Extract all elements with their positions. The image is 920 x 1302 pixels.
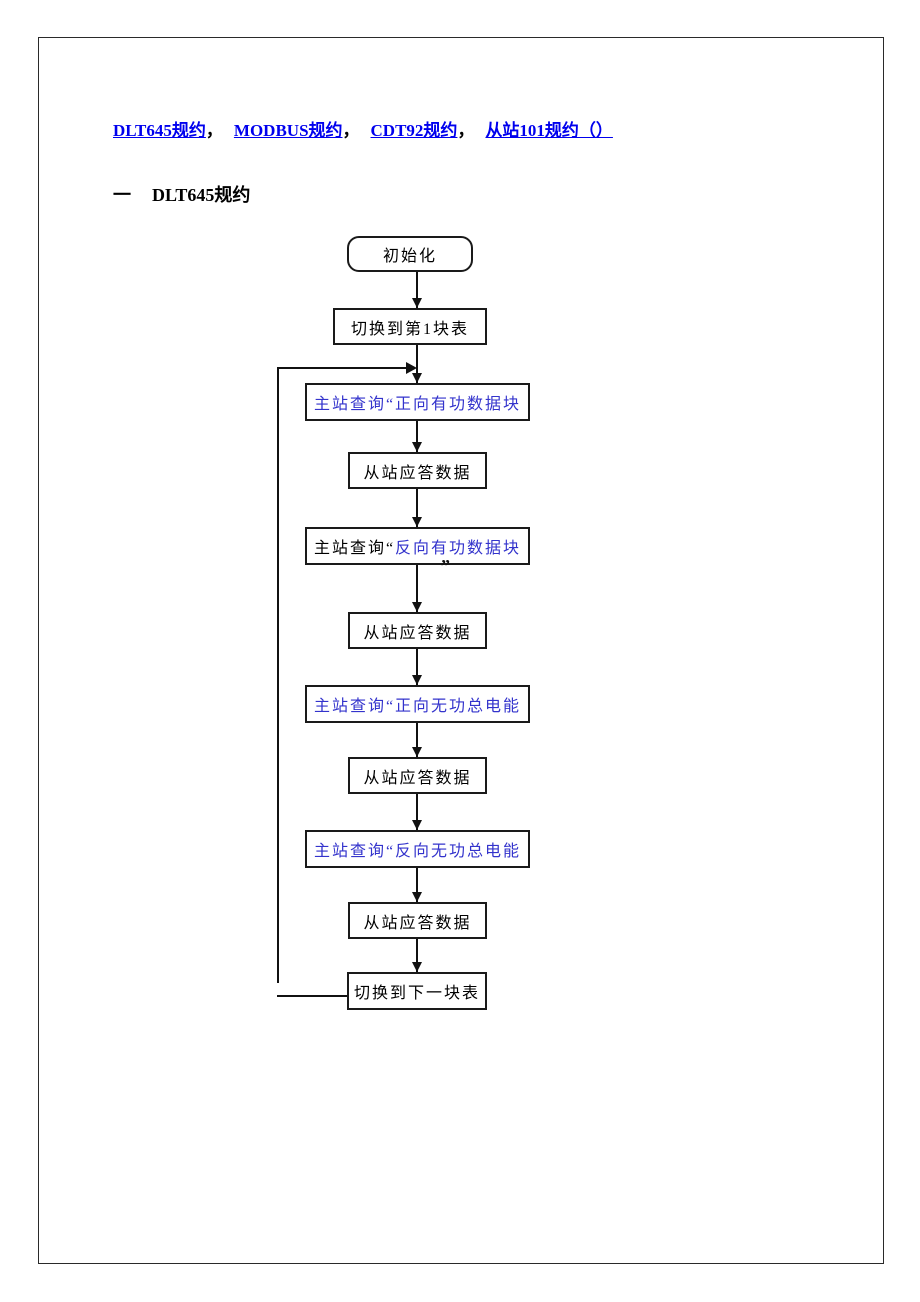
down-arrow-5 bbox=[412, 565, 422, 612]
down-arrow-9 bbox=[412, 868, 422, 902]
link-separator: ， bbox=[457, 121, 475, 140]
loop-right-arrowhead bbox=[406, 362, 417, 374]
flow-node-label: 从站应答数据 bbox=[363, 769, 472, 787]
link-modbus[interactable]: MODBUS规约 bbox=[233, 121, 343, 140]
flow-node-label: 从站应答数据 bbox=[363, 624, 472, 642]
flow-node-label: 初始化 bbox=[382, 248, 437, 265]
flow-node-switch-to-first-table: 切换到第1块表 bbox=[333, 308, 487, 345]
down-arrow-8 bbox=[412, 794, 422, 830]
link-slave101[interactable]: 从站101规约（） bbox=[485, 121, 613, 140]
closing-quote-mark: ” bbox=[441, 556, 450, 576]
flow-node-label: 从站应答数据 bbox=[363, 464, 472, 482]
flow-node-label-black-part: 主站查询“ bbox=[313, 540, 396, 557]
flow-node-label: 切换到第1块表 bbox=[350, 320, 469, 338]
flow-node-label: 主站查询“反向无功总电能 bbox=[313, 843, 522, 860]
flow-node-query-reverse-active-block: 主站查询“反向有功数据块 bbox=[305, 527, 530, 565]
flow-node-query-forward-reactive-total: 主站查询“正向无功总电能 bbox=[305, 685, 530, 723]
link-separator: ， bbox=[205, 121, 223, 140]
link-cdt92[interactable]: CDT92规约 bbox=[370, 121, 458, 140]
protocol-links-line: DLT645规约，MODBUS规约，CDT92规约，从站101规约（） bbox=[113, 116, 613, 141]
page-border bbox=[38, 37, 884, 1264]
flow-node-slave-reply-1: 从站应答数据 bbox=[348, 452, 487, 489]
down-arrow-6 bbox=[412, 649, 422, 685]
down-arrow-3 bbox=[412, 421, 422, 452]
flow-node-label: 切换到下一块表 bbox=[353, 985, 480, 1002]
link-separator: ， bbox=[342, 121, 360, 140]
flow-node-slave-reply-3: 从站应答数据 bbox=[348, 757, 487, 794]
flow-node-label: 从站应答数据 bbox=[363, 914, 472, 932]
flow-node-query-reverse-reactive-total: 主站查询“反向无功总电能 bbox=[305, 830, 530, 868]
link-dlt645[interactable]: DLT645规约 bbox=[113, 121, 206, 140]
down-arrow-4 bbox=[412, 489, 422, 527]
flow-node-switch-to-next-table: 切换到下一块表 bbox=[347, 972, 487, 1010]
section-number: 一 bbox=[113, 185, 131, 205]
loop-line-vertical bbox=[277, 368, 279, 983]
down-arrow-7 bbox=[412, 723, 422, 757]
section-heading: 一 DLT645规约 bbox=[113, 181, 250, 207]
flow-node-slave-reply-4: 从站应答数据 bbox=[348, 902, 487, 939]
flow-node-label-blue-part: 反向有功数据块 bbox=[395, 540, 522, 557]
flow-node-init: 初始化 bbox=[347, 236, 473, 272]
down-arrow-2 bbox=[412, 345, 422, 383]
section-title: DLT645规约 bbox=[152, 185, 251, 205]
flow-node-label: 主站查询“正向无功总电能 bbox=[313, 698, 522, 715]
flow-node-query-forward-active-block: 主站查询“正向有功数据块 bbox=[305, 383, 530, 421]
loop-line-bottom bbox=[277, 995, 347, 997]
down-arrow-10 bbox=[412, 939, 422, 972]
loop-line-top bbox=[277, 367, 407, 369]
down-arrow-1 bbox=[412, 272, 422, 308]
flow-node-slave-reply-2: 从站应答数据 bbox=[348, 612, 487, 649]
flow-node-label: 主站查询“正向有功数据块 bbox=[313, 396, 522, 413]
